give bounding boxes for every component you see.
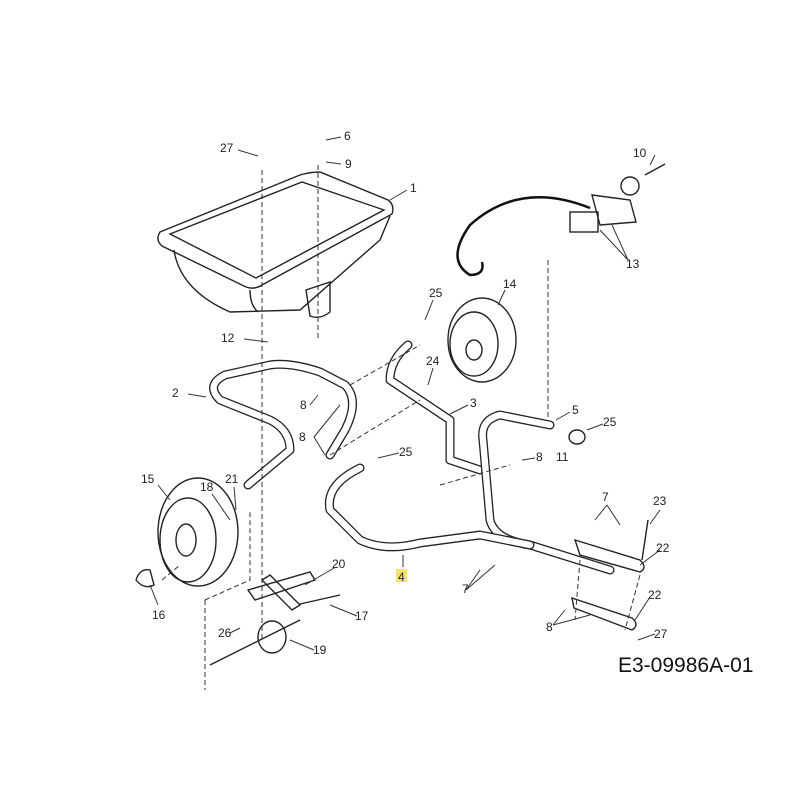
control-bracket-part[interactable] [569,163,666,233]
callout-5[interactable]: 5 [572,403,579,417]
callout-26[interactable]: 26 [218,626,232,640]
callout-8[interactable]: 8 [299,430,306,444]
callout-27[interactable]: 27 [220,141,234,155]
callout-27[interactable]: 27 [654,627,668,641]
callout-23[interactable]: 23 [653,494,667,508]
callout-9[interactable]: 9 [345,157,352,171]
agitator-part[interactable] [246,571,317,611]
callout-3[interactable]: 3 [470,396,477,410]
callout-13[interactable]: 13 [626,257,640,271]
impeller-part[interactable] [209,619,301,666]
drawing-code: E3-09986A-01 [618,654,753,677]
callout-4[interactable]: 4 [398,570,405,584]
callout-24[interactable]: 24 [426,354,440,368]
callout-25[interactable]: 25 [603,415,617,429]
shaft-part[interactable] [299,594,341,605]
callout-17[interactable]: 17 [355,609,369,623]
callout-25[interactable]: 25 [399,445,413,459]
callout-20[interactable]: 20 [332,557,346,571]
callout-8[interactable]: 8 [300,398,307,412]
callout-25[interactable]: 25 [429,286,443,300]
callout-16[interactable]: 16 [152,608,166,622]
wheel-left-part[interactable] [135,477,239,588]
callout-15[interactable]: 15 [141,472,155,486]
bracket-lower-part[interactable] [571,596,637,631]
callout-10[interactable]: 10 [633,146,647,160]
bracket-upper-part[interactable] [573,538,645,573]
frame-rear-part[interactable] [385,340,485,475]
callout-6[interactable]: 6 [344,129,351,143]
callout-labels: 27 6 9 10 1 13 14 25 12 24 2 8 3 5 25 8 … [141,129,670,657]
callout-12[interactable]: 12 [221,331,235,345]
callout-22[interactable]: 22 [648,588,662,602]
callout-22[interactable]: 22 [656,541,670,555]
callout-2[interactable]: 2 [172,386,179,400]
control-cable-part[interactable] [456,196,591,277]
handle-part[interactable] [478,410,615,575]
callout-14[interactable]: 14 [503,277,517,291]
callout-7[interactable]: 7 [462,582,469,596]
frame-front-part[interactable] [209,359,357,490]
wheel-right-part[interactable] [447,297,517,383]
callout-21[interactable]: 21 [225,472,239,486]
pin-part[interactable] [641,519,649,561]
callout-19[interactable]: 19 [313,643,327,657]
callout-18[interactable]: 18 [200,480,214,494]
callout-8[interactable]: 8 [546,620,553,634]
callout-7[interactable]: 7 [602,490,609,504]
callout-11[interactable]: 11 [556,450,569,464]
callout-1[interactable]: 1 [410,181,417,195]
highlight-marker [396,569,407,582]
frame-lower-part[interactable] [324,463,535,552]
callout-8[interactable]: 8 [536,450,543,464]
hopper-part[interactable] [157,171,394,319]
